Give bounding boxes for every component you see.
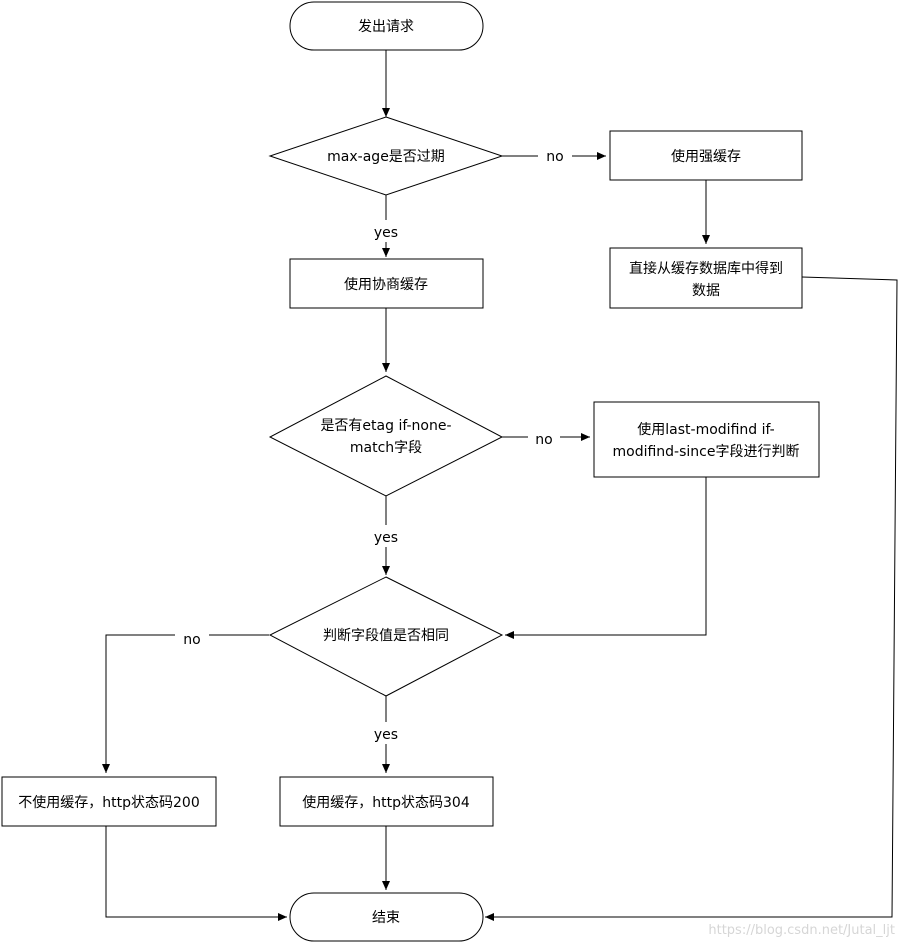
node-check-etag-line2: match字段: [350, 440, 422, 456]
node-start-label: 发出请求: [358, 19, 414, 35]
label-maxage-yes: yes: [374, 225, 398, 241]
node-negotiate-cache-label: 使用协商缓存: [344, 276, 428, 293]
watermark: https://blog.csdn.net/Jutal_ljt: [708, 923, 895, 938]
node-strong-cache-label: 使用强缓存: [671, 148, 741, 165]
node-use-last-modified: 使用last-modifind if- modifind-since字段进行判断: [593, 401, 820, 478]
node-use-last-modified-line2: modifind-since字段进行判断: [613, 444, 800, 460]
node-strong-cache: 使用强缓存: [609, 130, 803, 181]
label-etag-no: no: [535, 432, 552, 448]
node-no-cache-200: 不使用缓存，http状态码200: [1, 776, 217, 827]
label-compare-yes: yes: [374, 727, 398, 743]
node-no-cache-200-label: 不使用缓存，http状态码200: [18, 794, 199, 811]
node-check-max-age-label: max-age是否过期: [327, 149, 445, 165]
node-get-from-cache-line1: 直接从缓存数据库中得到: [629, 260, 783, 277]
edge-getcache-to-end: [485, 276, 898, 921]
node-check-etag: 是否有etag if-none- match字段: [268, 375, 504, 497]
edge-lastmod-to-compare: [505, 477, 707, 639]
node-compare-fields-label: 判断字段值是否相同: [323, 628, 449, 644]
node-start: 发出请求: [289, 1, 484, 51]
label-etag-yes: yes: [374, 530, 398, 546]
label-compare-no: no: [183, 632, 200, 648]
node-get-from-cache: 直接从缓存数据库中得到 数据: [609, 247, 803, 309]
node-end: 结束: [289, 892, 484, 942]
edge-200-to-end: [105, 826, 287, 921]
node-check-max-age: max-age是否过期: [268, 116, 504, 196]
node-get-from-cache-line2: 数据: [692, 283, 720, 299]
node-compare-fields: 判断字段值是否相同: [268, 576, 504, 697]
node-use-cache-304: 使用缓存，http状态码304: [279, 776, 494, 827]
edge-compare-to-200: [102, 634, 269, 773]
node-end-label: 结束: [372, 910, 400, 926]
node-use-last-modified-line1: 使用last-modifind if-: [637, 421, 774, 438]
node-check-etag-line1: 是否有etag if-none-: [320, 418, 451, 434]
node-use-cache-304-label: 使用缓存，http状态码304: [302, 794, 470, 811]
label-maxage-no: no: [546, 149, 563, 165]
node-negotiate-cache: 使用协商缓存: [289, 258, 484, 309]
